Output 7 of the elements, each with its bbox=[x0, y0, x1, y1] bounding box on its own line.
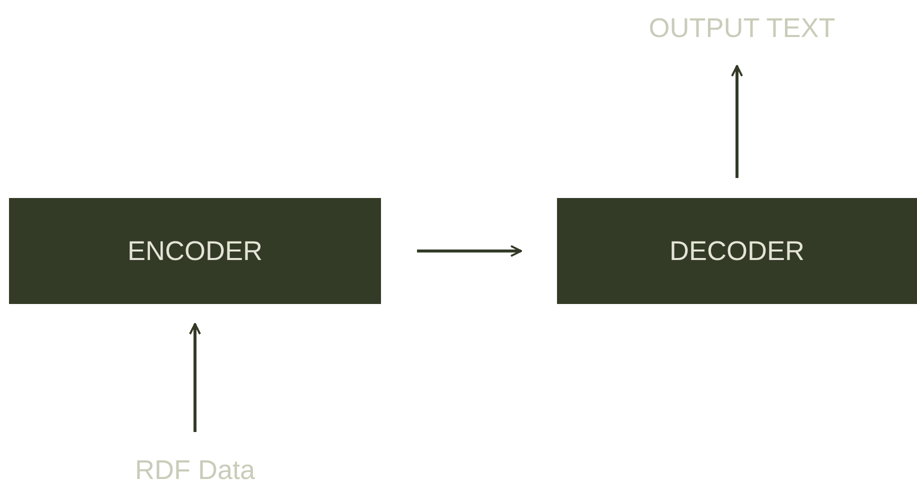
arrow bbox=[417, 245, 522, 257]
arrow bbox=[189, 323, 201, 432]
process-box: ENCODER bbox=[9, 198, 381, 304]
text-label: OUTPUT TEXT bbox=[617, 10, 867, 46]
process-box: DECODER bbox=[557, 198, 917, 304]
arrow bbox=[731, 65, 743, 178]
text-label: RDF Data bbox=[110, 452, 280, 487]
